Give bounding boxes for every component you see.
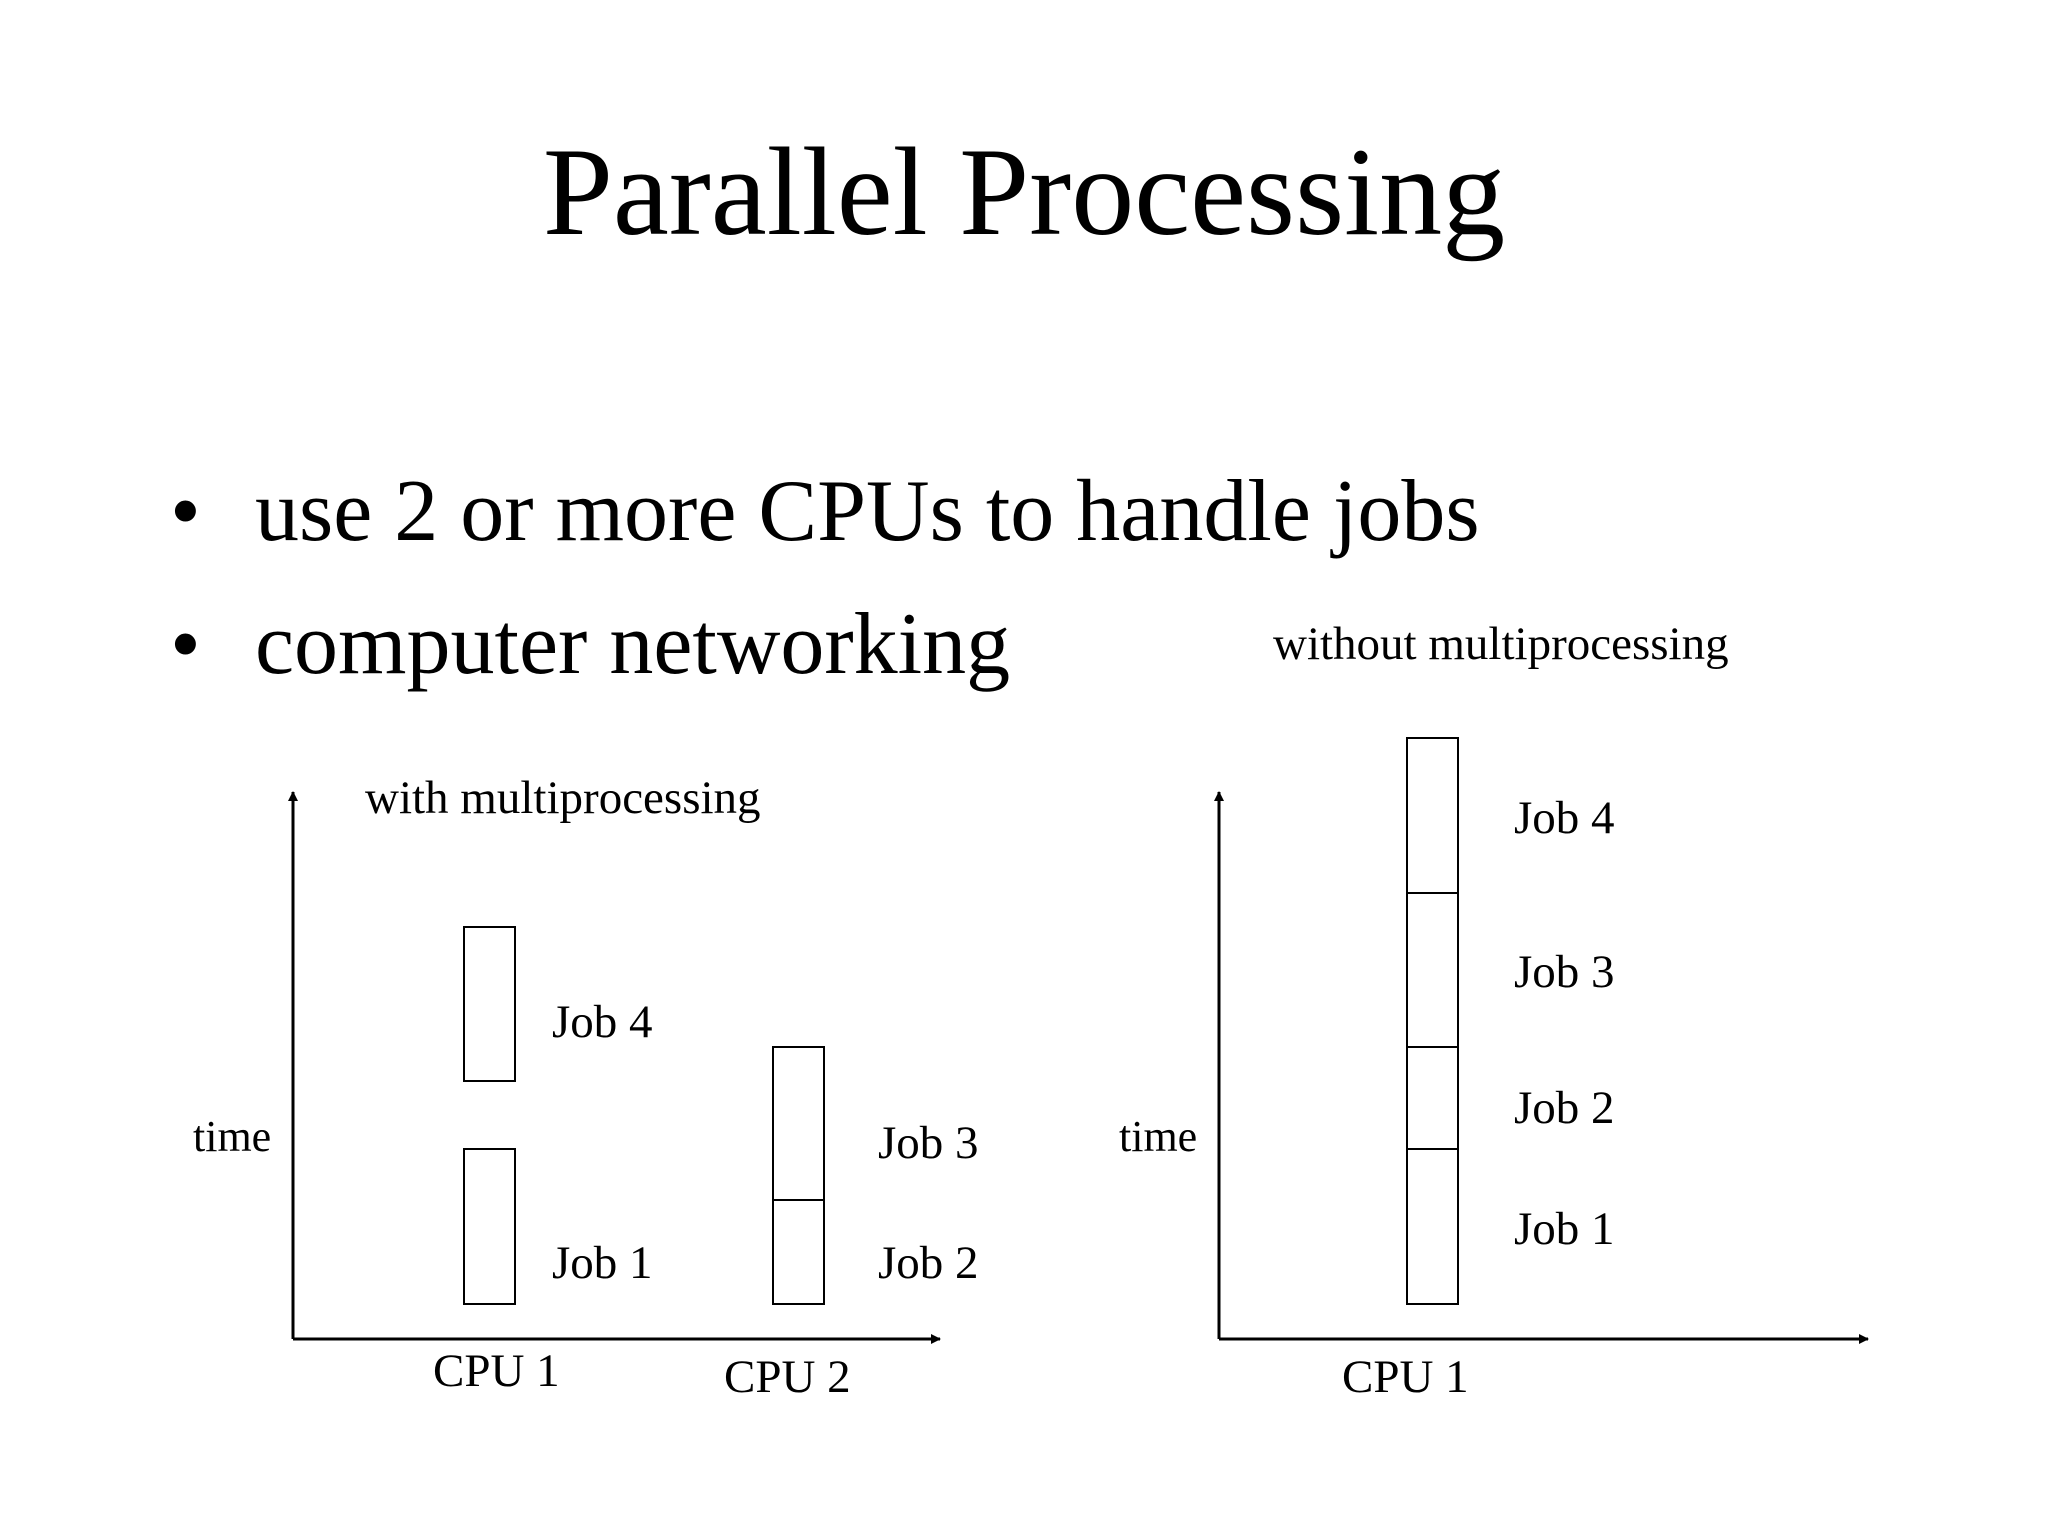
cpu-1-label: CPU 1 (1342, 1351, 1469, 1403)
job-3-label: Job 3 (878, 1117, 979, 1169)
time-axis-label: time (1119, 1112, 1197, 1161)
bullet-dot: • (170, 463, 201, 560)
bullet-list: • use 2 or more CPUs to handle jobs • co… (170, 468, 1480, 734)
bullet-item: • use 2 or more CPUs to handle jobs (170, 468, 1480, 601)
job-2-block (772, 1199, 825, 1305)
job-4-block (463, 926, 516, 1082)
bullet-dot: • (170, 596, 201, 693)
slide-title: Parallel Processing (542, 123, 1506, 262)
job-2-label: Job 2 (878, 1237, 979, 1289)
job-2-block (1406, 1046, 1459, 1150)
time-axis-label: time (193, 1112, 271, 1161)
without-multiprocessing-diagram: without multiprocessing time Job 4 Job 3… (1119, 618, 1869, 1403)
job-1-block (463, 1148, 516, 1305)
bullet-item: • computer networking (170, 601, 1480, 734)
job-1-block (1406, 1148, 1459, 1305)
with-multiprocessing-diagram: with multiprocessing time Job 4 Job 1 Jo… (193, 772, 979, 1403)
cpu-2-label: CPU 2 (724, 1351, 851, 1403)
job-3-label: Job 3 (1514, 946, 1615, 998)
job-3-block (1406, 892, 1459, 1048)
job-1-label: Job 1 (1514, 1203, 1615, 1255)
job-2-label: Job 2 (1514, 1082, 1615, 1134)
with-multiprocessing-caption: with multiprocessing (365, 772, 761, 824)
bullet-text: use 2 or more CPUs to handle jobs (255, 463, 1480, 560)
job-1-label: Job 1 (552, 1237, 653, 1289)
bullet-text: computer networking (255, 596, 1011, 693)
job-3-block (772, 1046, 825, 1201)
job-4-label: Job 4 (552, 996, 653, 1048)
cpu-1-label: CPU 1 (433, 1345, 560, 1397)
job-4-block (1406, 737, 1459, 894)
job-4-label: Job 4 (1514, 792, 1615, 844)
